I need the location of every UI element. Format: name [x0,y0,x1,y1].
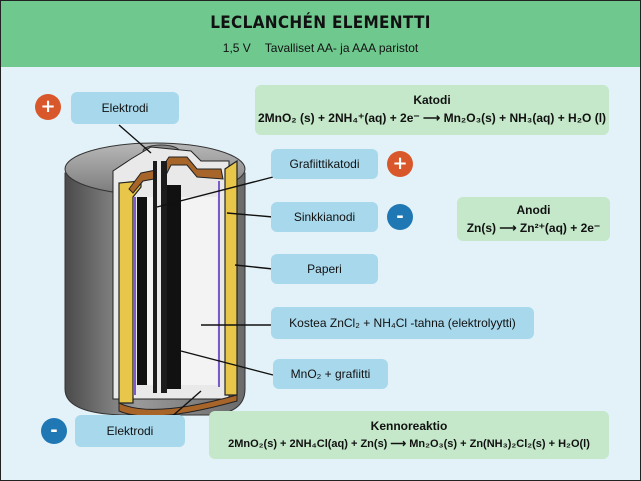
cell-title: Kennoreaktio [370,419,448,433]
label-mno2: MnO₂ + grafiitti [273,359,388,389]
cell-reaction-box: Kennoreaktio 2MnO₂(s) + 2NH₄Cl(aq) + Zn(… [209,411,609,459]
plus-sign-cathode: + [387,151,413,177]
leader-graphite [156,176,274,208]
zinc-can-right [224,159,238,396]
label-electrode-bottom: Elektrodi [75,415,185,447]
anode-title: Anodi [516,203,551,217]
label-paste: Kostea ZnCl₂ + NH₄Cl -tahna (elektrolyyt… [271,307,534,339]
cathode-reaction-box: Katodi 2MnO₂ (s) + 2NH₄⁺(aq) + 2e⁻ ⟶ Mn₂… [255,85,609,135]
graphite-rod-highlight [157,161,161,393]
mno2-layer [137,197,147,385]
minus-sign-bottom: - [41,418,67,444]
header-bar: LECLANCHÉN ELEMENTTI 1,5 V Tavalliset AA-… [1,1,640,67]
leader-paper [234,264,274,270]
leader-zinc [226,212,274,218]
label-graphite-cathode: Grafiittikatodi [271,149,378,179]
label-electrode-top: Elektrodi [71,92,179,124]
page-subtitle: 1,5 V Tavalliset AA- ja AAA paristot [1,41,640,55]
usage-text: Tavalliset AA- ja AAA paristot [264,41,419,55]
label-paper: Paperi [271,254,378,284]
leader-electrode-bottom [168,390,202,420]
page-title: LECLANCHÉN ELEMENTTI [210,13,431,33]
voltage-text: 1,5 V [222,41,251,55]
paper-layer [134,181,220,395]
anode-equation: Zn(s) ⟶ Zn²⁺(aq) + 2e⁻ [466,221,601,235]
cathode-title: Katodi [413,93,451,107]
plus-sign-top: + [35,94,61,120]
anode-reaction-box: Anodi Zn(s) ⟶ Zn²⁺(aq) + 2e⁻ [457,197,610,241]
cathode-equation: 2MnO₂ (s) + 2NH₄⁺(aq) + 2e⁻ ⟶ Mn₂O₃(s) +… [257,111,607,125]
leader-electrode-top [118,124,152,154]
minus-sign-anode: - [387,204,413,230]
cell-equation: 2MnO₂(s) + 2NH₄Cl(aq) + Zn(s) ⟶ Mn₂O₃(s)… [228,438,590,450]
label-zinc-anode: Sinkkianodi [271,202,378,232]
leader-mno2 [180,350,274,376]
mno2-layer-2 [167,185,181,389]
